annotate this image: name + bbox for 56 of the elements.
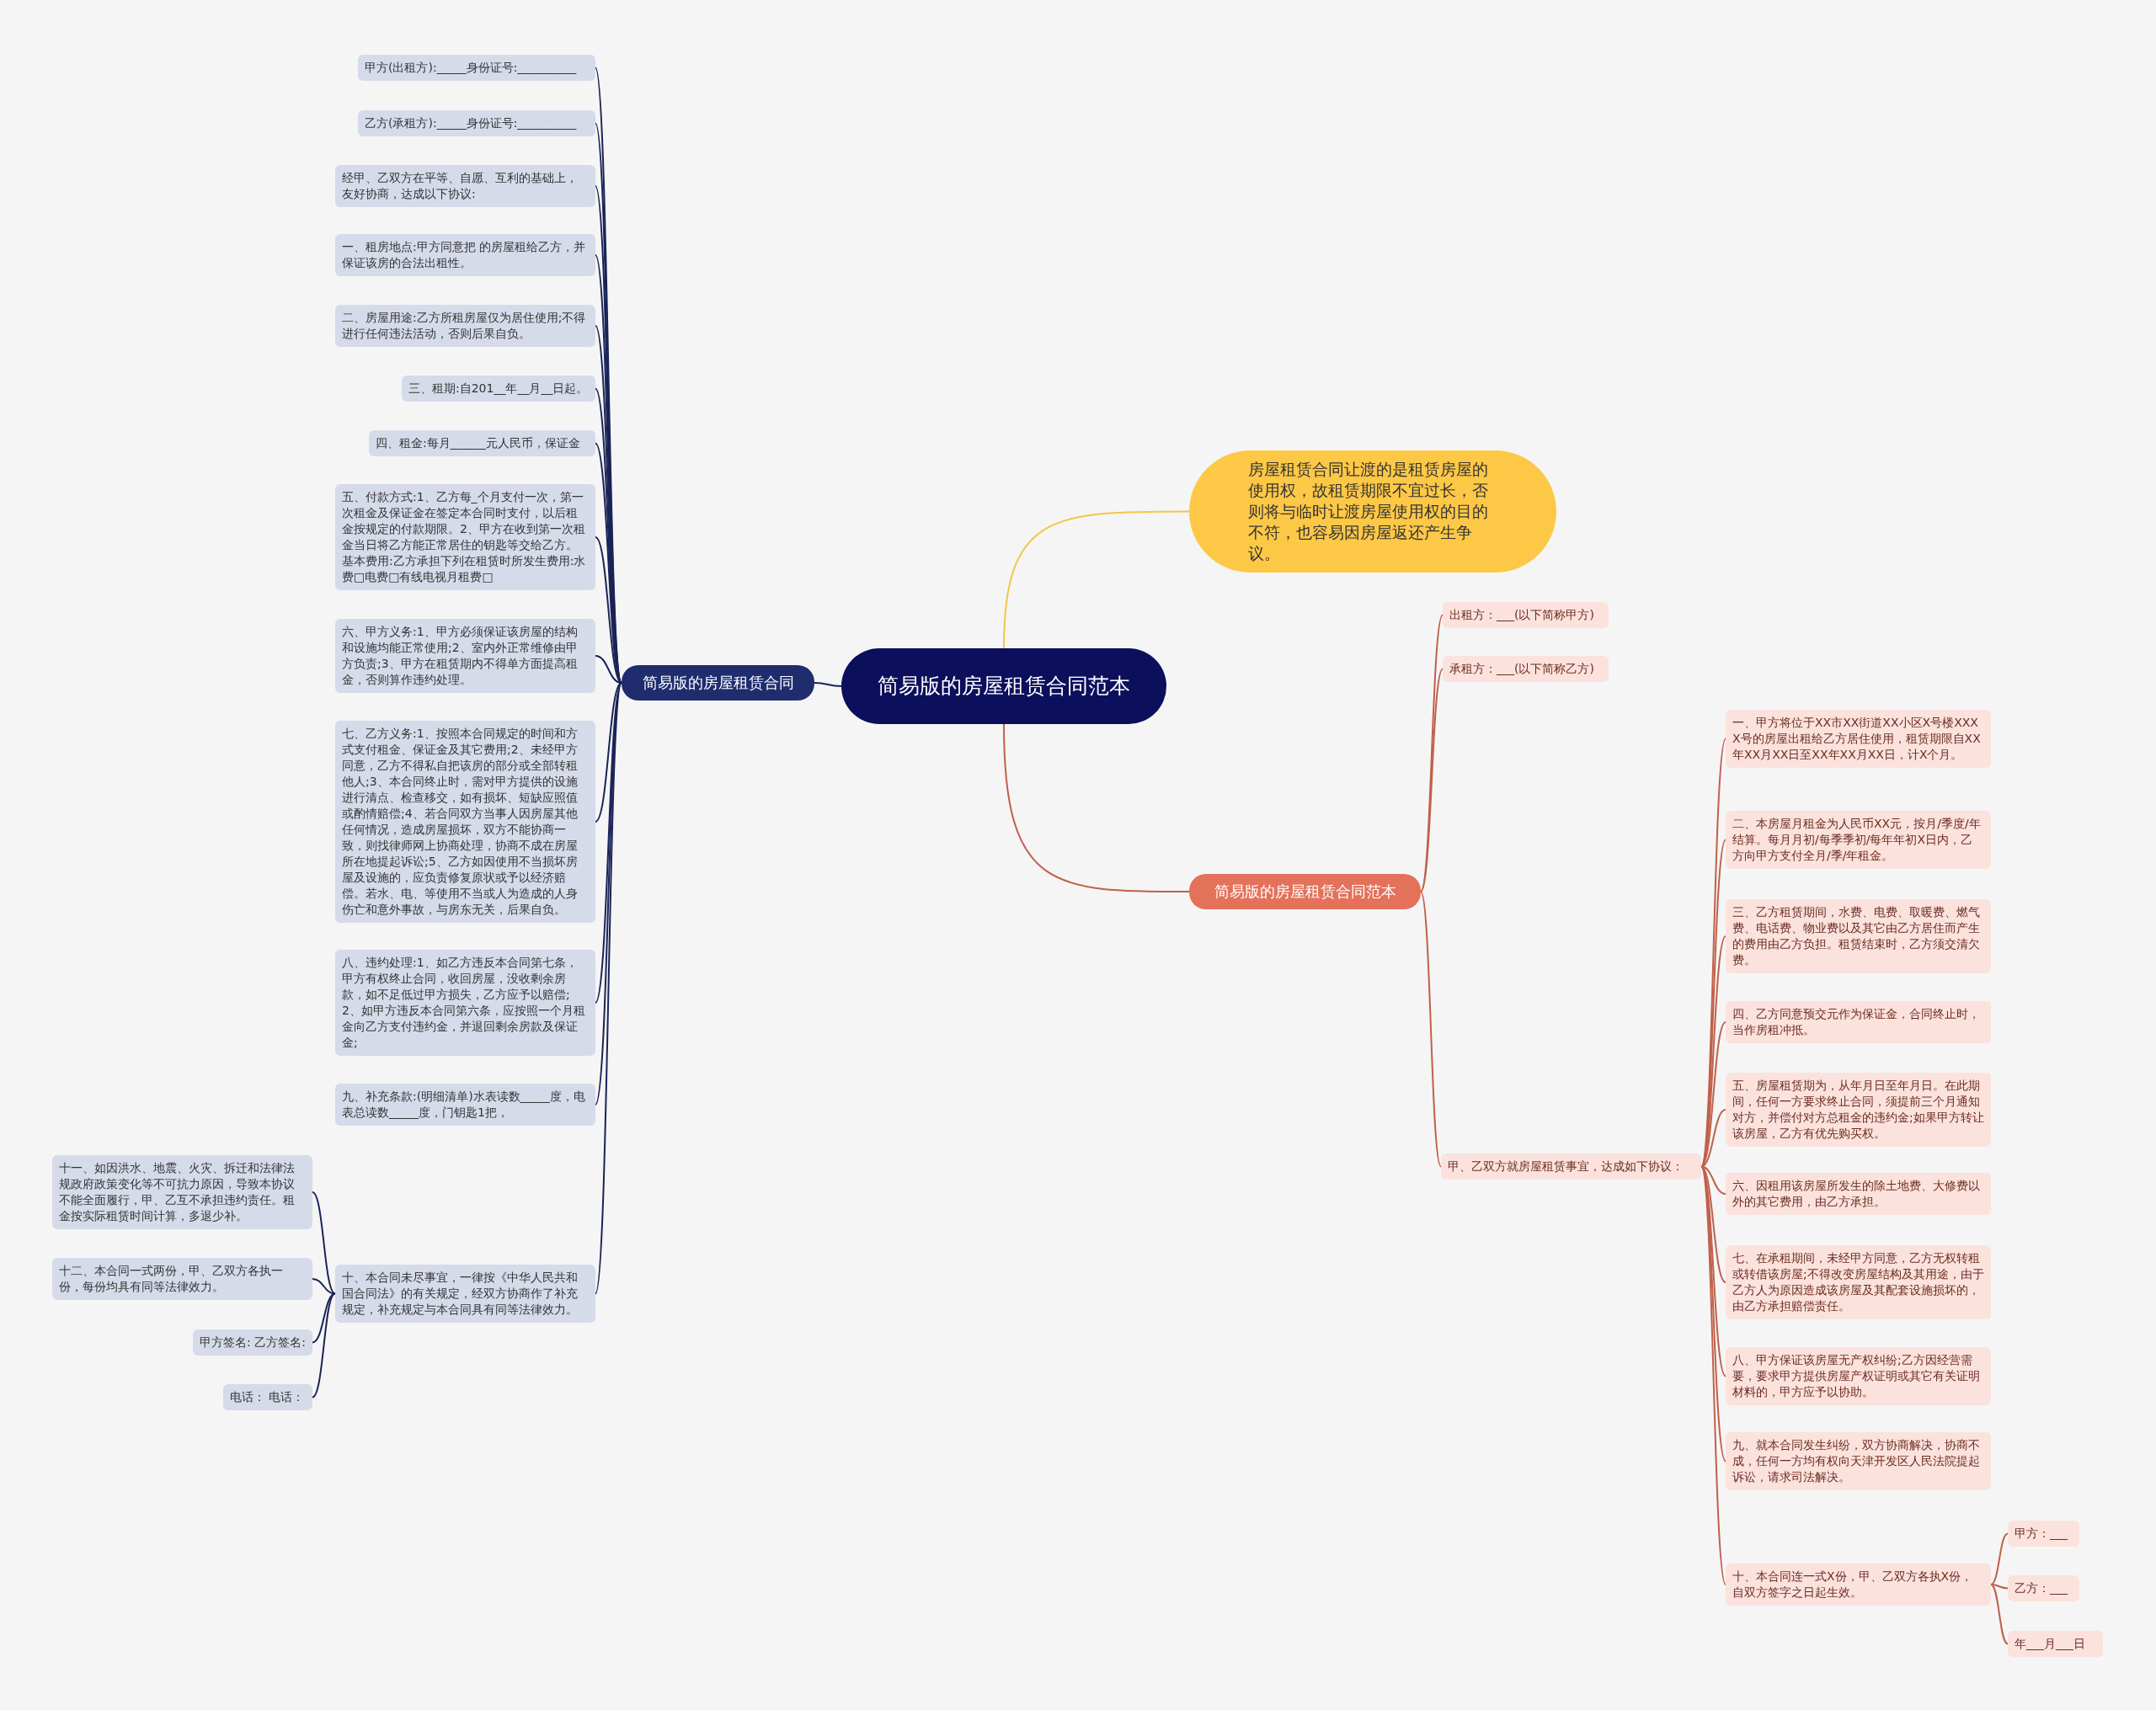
subtopic-box: 四、乙方同意预交元作为保证金，合同终止时，当作房租冲抵。 [1726, 1001, 1991, 1043]
connector-line [1700, 1165, 1726, 1195]
subtopic-box: 三、乙方租赁期间，水费、电费、取暖费、燃气费、电话费、物业费以及其它由乙方居住而产生的费用由乙方负担。租赁结束时，乙方须交清欠费。 [1726, 899, 1991, 973]
subtopic-box: 甲方签名: 乙方签名: [193, 1329, 312, 1356]
central-topic: 简易版的房屋租赁合同范本 [841, 648, 1166, 724]
connector-line [1420, 891, 1442, 1168]
connector-line [1003, 723, 1190, 892]
subtopic-box: 八、违约处理:1、如乙方违反本合同第七条，甲方有权终止合同，收回房屋，没收剩余房款，如不足低过甲方损失，乙方应予以赔偿;2、如甲方违反本合同第六条，应按照一个月租金向乙方支付违约金，并退回剩余房款及保证金; [335, 950, 595, 1056]
subtopic-box: 二、本房屋月租金为人民币XX元，按月/季度/年结算。每月月初/每季季初/每年年初X日内，乙方向甲方支付全月/季/年租金。 [1726, 811, 1991, 869]
connector-line [312, 1278, 336, 1295]
branch-topic: 简易版的房屋租赁合同范本 [1189, 874, 1421, 909]
connector-line [595, 682, 622, 1004]
connector-line [312, 1292, 336, 1398]
connector-line [1420, 668, 1444, 892]
note-bubble: 房屋租赁合同让渡的是租赁房屋的使用权，故租赁期限不宜过长，否则将与临时让渡房屋使用权的目的不符，也容易因房屋返还产生争议。 [1189, 450, 1556, 573]
connector-line [1003, 510, 1190, 649]
connector-line [595, 682, 622, 1295]
subtopic-box: 十、本合同未尽事宜，一律按《中华人民共和国合同法》的有关规定，经双方协商作了补充规定，补充规定与本合同具有同等法律效力。 [335, 1265, 595, 1323]
connector-line [595, 655, 622, 684]
subtopic-box: 出租方：___(以下简称甲方) [1443, 602, 1609, 628]
connector-line [1700, 1109, 1726, 1168]
subtopic-box: 十二、本合同一式两份，甲、乙双方各执一份，每份均具有同等法律效力。 [52, 1258, 312, 1300]
connector-line [312, 1191, 336, 1295]
subtopic-box: 七、乙方义务:1、按照本合同规定的时间和方式支付租金、保证金及其它费用;2、未经甲方同意，乙方不得私自把该房的部分或全部转租他人;3、本合同终止时，需对甲方提供的设施进行清点、检查移交，如有损坏、短缺应照值或酌情赔偿;4、若合同双方当事人因房屋其他任何情况，造成房屋损坏，双方不能协商一致，则找律师网上协商处理，协商不成在房屋所在地提起诉讼;5、乙方如因使用不当损坏房屋及设施的，应负责修复原状或予以经济赔偿。若水、电、等使用不当或人为造成的人身伤亡和意外事故，与房东无关，后果自负。 [335, 721, 595, 923]
subtopic-box: 乙方：___ [2008, 1575, 2079, 1601]
connector-line [1990, 1584, 2009, 1645]
subtopic-box: 十、本合同连一式X份，甲、乙双方各执X份，自双方签字之日起生效。 [1726, 1564, 1991, 1606]
subtopic-box: 一、租房地点:甲方同意把 的房屋租给乙方，并保证该房的合法出租性。 [335, 234, 595, 276]
subtopic-box: 一、甲方将位于XX市XX街道XX小区X号楼XXXX号的房屋出租给乙方居住使用，租赁期限自XX年XX月XX日至XX年XX月XX日，计X个月。 [1726, 710, 1991, 768]
subtopic-box: 八、甲方保证该房屋无产权纠纷;乙方因经营需要，要求甲方提供房屋产权证明或其它有关证明材料的，甲方应予以协助。 [1726, 1347, 1991, 1405]
subtopic-box: 九、补充条款:(明细清单)水表读数_____度，电表总读数_____度，门钥匙1把， [335, 1084, 595, 1126]
connector-line [1990, 1532, 2009, 1585]
subtopic-box: 二、房屋用途:乙方所租房屋仅为居住使用;不得进行任何违法活动，否则后果自负。 [335, 305, 595, 347]
branch-topic: 简易版的房屋租赁合同 [622, 665, 814, 701]
subtopic-box: 乙方(承租方):_____身份证号:__________ [358, 110, 595, 136]
subtopic-box: 年___月___日 [2008, 1631, 2103, 1657]
subtopic-box: 四、租金:每月______元人民币，保证金 [369, 430, 595, 456]
subtopic-box: 五、房屋租赁期为，从年月日至年月日。在此期间，任何一方要求终止合同，须提前三个月通知对方，并偿付对方总租金的违约金;如果甲方转让该房屋，乙方有优先购买权。 [1726, 1073, 1991, 1147]
subtopic-box: 六、甲方义务:1、甲方必须保证该房屋的结构和设施均能正常使用;2、室内外正常维修由甲方负责;3、甲方在租赁期内不得单方面提高租金，否则算作违约处理。 [335, 619, 595, 693]
connector-line [1700, 1165, 1726, 1283]
subtopic-box: 甲、乙双方就房屋租赁事宜，达成如下协议： [1441, 1153, 1701, 1180]
subtopic-box: 经甲、乙双方在平等、自愿、互利的基础上，友好协商，达成以下协议: [335, 165, 595, 207]
connector-line [814, 682, 842, 687]
subtopic-box: 甲方(出租方):_____身份证号:__________ [358, 55, 595, 81]
connector-line [595, 536, 622, 684]
subtopic-box: 三、租期:自201__年__月__日起。 [402, 376, 595, 402]
subtopic-box: 承租方：___(以下简称乙方) [1443, 656, 1609, 682]
connector-line [1990, 1584, 2009, 1590]
subtopic-box: 甲方：___ [2008, 1521, 2079, 1547]
subtopic-box: 五、付款方式:1、乙方每_个月支付一次，第一次租金及保证金在签定本合同时支付，以后租金按规定的付款期限。2、甲方在收到第一次租金当日将乙方能正常居住的钥匙等交给乙方。基本费用:乙方承担下列在租赁时所发生费用:水费□电费□有线电视月租费□ [335, 484, 595, 590]
connector-line [595, 682, 622, 823]
subtopic-box: 七、在承租期间，未经甲方同意，乙方无权转租或转借该房屋;不得改变房屋结构及其用途，由于乙方人为原因造成该房屋及其配套设施损坏的，由乙方承担赔偿责任。 [1726, 1245, 1991, 1319]
subtopic-box: 十一、如因洪水、地震、火灾、拆迁和法律法规政府政策变化等不可抗力原因，导致本协议不能全面履行，甲、乙互不承担违约责任。租金按实际租赁时间计算，多退少补。 [52, 1155, 312, 1229]
subtopic-box: 电话： 电话： [223, 1384, 312, 1410]
subtopic-box: 六、因租用该房屋所发生的除土地费、大修费以外的其它费用，由乙方承担。 [1726, 1173, 1991, 1215]
subtopic-box: 九、就本合同发生纠纷，双方协商解决，协商不成，任何一方均有权向天津开发区人民法院提起诉讼，请求司法解决。 [1726, 1432, 1991, 1490]
